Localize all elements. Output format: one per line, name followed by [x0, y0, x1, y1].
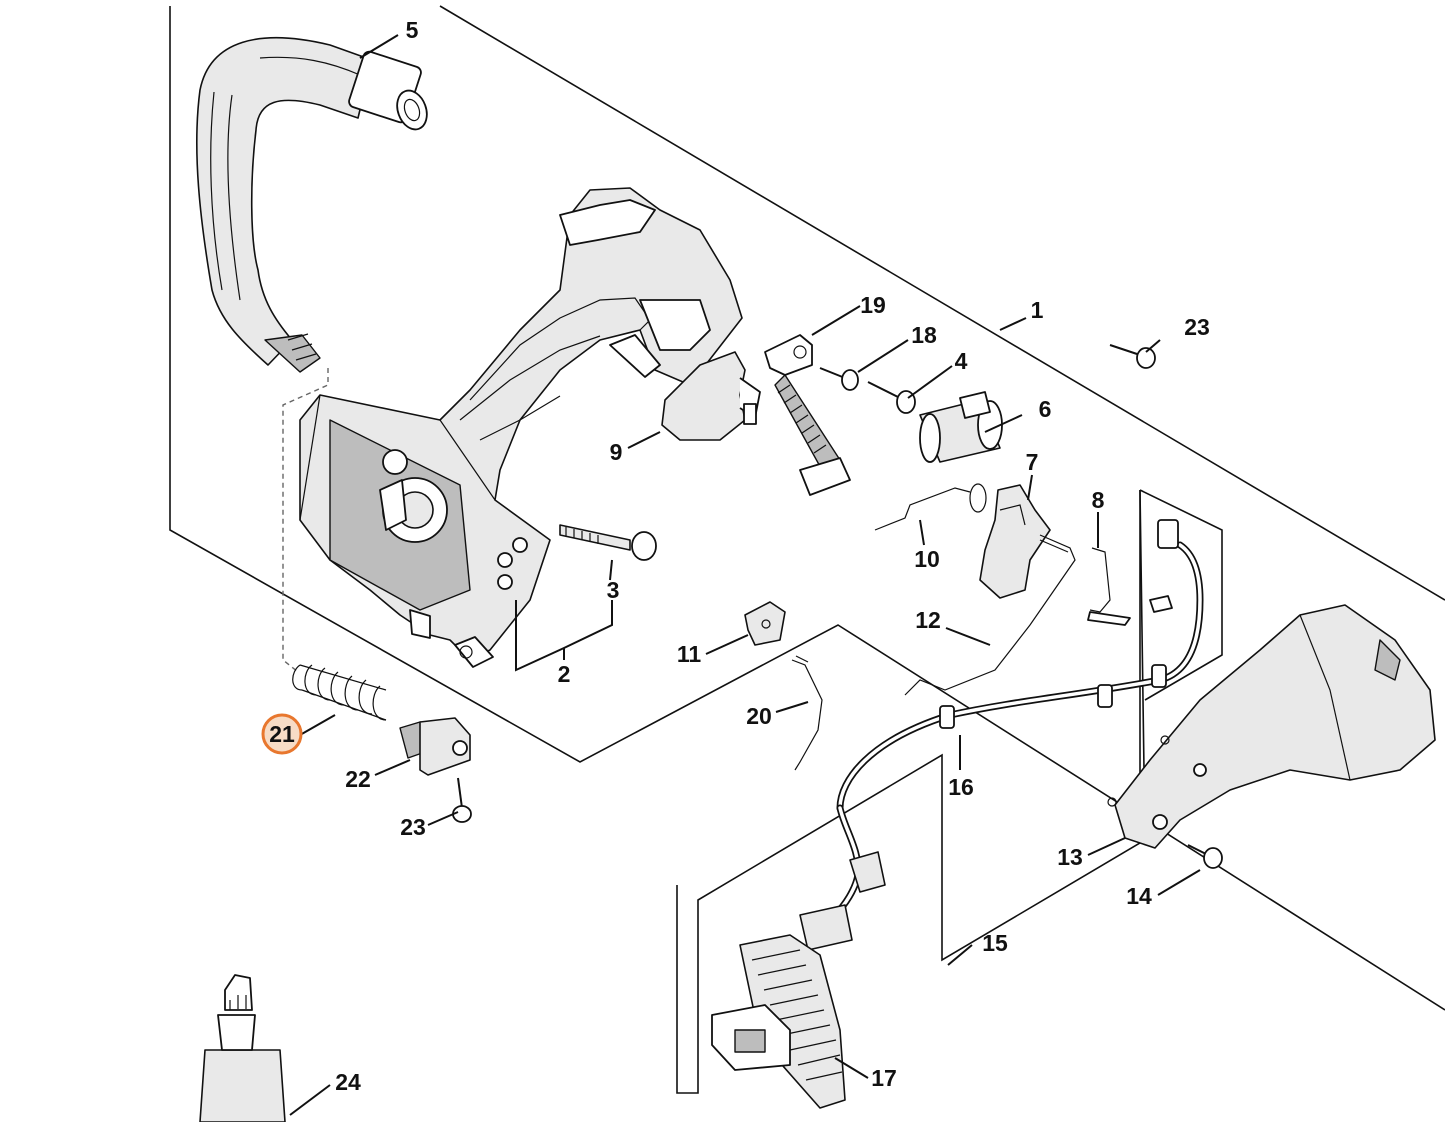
front-handle-bar [195, 36, 428, 373]
callout-3[interactable]: 3 [607, 577, 620, 603]
callout-23-bottom[interactable]: 23 [400, 814, 426, 840]
grease-tube [199, 974, 286, 1122]
compression-spring [292, 664, 387, 721]
small-screws [819, 344, 1156, 414]
callout-12[interactable]: 12 [915, 607, 941, 633]
callout-17[interactable]: 17 [871, 1065, 897, 1091]
callout-4[interactable]: 4 [955, 348, 968, 374]
callout-11[interactable]: 11 [677, 641, 702, 667]
callout-labels: 5 1 19 18 4 6 23 7 8 9 10 3 2 12 11 20 1… [269, 17, 1210, 1095]
callout-9[interactable]: 9 [610, 439, 623, 465]
callout-6[interactable]: 6 [1039, 396, 1052, 422]
lockout-plate [661, 351, 761, 441]
stop-switch-shaft [919, 391, 1003, 463]
callout-15[interactable]: 15 [982, 930, 1008, 956]
wiring-harness [799, 519, 1204, 951]
throttle-rod [904, 534, 1076, 696]
throttle-trigger [979, 484, 1051, 599]
callout-20[interactable]: 20 [746, 703, 772, 729]
spring-buffer [764, 334, 851, 496]
callout-14[interactable]: 14 [1126, 883, 1152, 909]
panel-frames [169, 5, 1445, 1094]
callout-22[interactable]: 22 [345, 766, 371, 792]
callout-8[interactable]: 8 [1092, 487, 1105, 513]
rear-handle-housing [299, 187, 743, 668]
assembly-dashed-line [282, 368, 329, 673]
callout-7[interactable]: 7 [1026, 449, 1039, 475]
long-screw [559, 524, 657, 561]
callout-2[interactable]: 2 [558, 661, 571, 687]
torsion-spring [874, 483, 987, 531]
callout-24[interactable]: 24 [335, 1069, 361, 1095]
harness-panel-frame [676, 489, 1146, 1094]
callout-16[interactable]: 16 [948, 774, 974, 800]
clip [1087, 547, 1131, 626]
callout-18[interactable]: 18 [911, 322, 937, 348]
callout-10[interactable]: 10 [914, 546, 940, 572]
callout-1[interactable]: 1 [1031, 297, 1044, 323]
leader-lines [289, 34, 1201, 1116]
spring-holder [399, 717, 471, 776]
highlight-marker [261, 713, 303, 755]
wire-clip [791, 655, 823, 771]
callout-5[interactable]: 5 [406, 17, 419, 43]
callout-13[interactable]: 13 [1057, 844, 1083, 870]
small-bracket [744, 601, 786, 646]
holder-screw [452, 777, 472, 823]
handle-cover [1107, 604, 1436, 849]
switch-panel [711, 934, 846, 1109]
cover-screw [1187, 844, 1223, 869]
callout-19[interactable]: 19 [860, 292, 886, 318]
callout-21[interactable]: 21 [269, 721, 295, 747]
callout-23-top[interactable]: 23 [1184, 314, 1210, 340]
main-panel-frame [169, 6, 1445, 1011]
